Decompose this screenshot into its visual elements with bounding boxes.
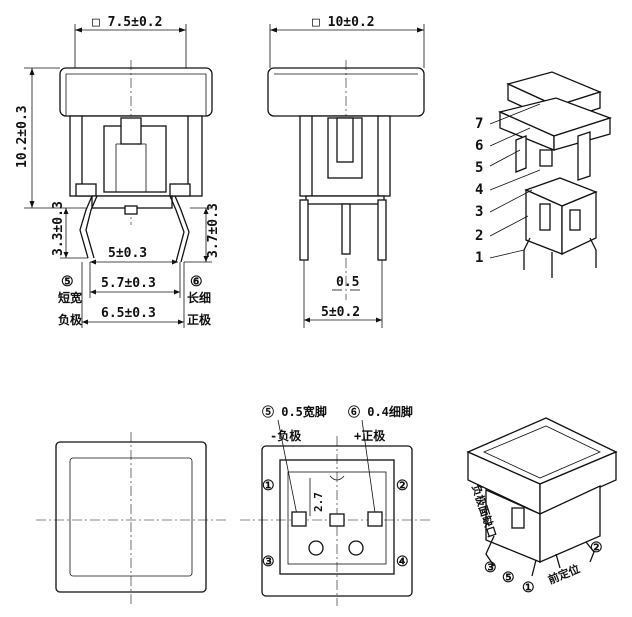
exploded-view: 7 6 5 4 3 2 1 [475, 71, 612, 278]
part-number-3: 3 [475, 204, 483, 220]
mid-pitch-dim: 5.7±0.3 [101, 276, 156, 291]
pin-pitch-dim: 5±0.2 [321, 305, 360, 320]
side-width-dim: □ 10±0.2 [312, 15, 375, 30]
outer-pitch-dim: 6.5±0.3 [101, 306, 156, 321]
part-number-7: 7 [475, 116, 483, 132]
right-pin-number: ⑥ [190, 274, 203, 290]
left-pin-label-2: 负极 [58, 312, 83, 327]
top-view [36, 432, 228, 604]
pin-width-dim: 0.5 [336, 275, 359, 290]
positive-label: +正极 [354, 428, 386, 443]
part-number-1: 1 [475, 250, 483, 266]
iso-pin-1: ① [522, 580, 535, 596]
negative-label: -负极 [270, 428, 302, 443]
corner-pin-2: ② [396, 478, 409, 494]
corner-pin-1: ① [262, 478, 275, 494]
right-pin-label-1: 长细 [187, 290, 211, 305]
front-width-dim: □ 7.5±0.2 [92, 15, 162, 30]
iso-bottom-text: 前定位 [546, 561, 582, 586]
right-lead-dim: 3.7±0.3 [206, 203, 221, 258]
iso-pin-2: ② [590, 540, 603, 556]
right-pin-label-2: 正极 [187, 312, 212, 327]
iso-pin-3: ③ [484, 560, 497, 576]
left-lead-dim: 3.3±0.3 [51, 201, 66, 256]
pin5-note: ⑤ 0.5宽脚 [262, 404, 327, 419]
corner-pin-3: ③ [262, 554, 275, 570]
side-view: □ 10±0.2 5±0.2 0.5 [267, 15, 425, 328]
part-number-5: 5 [475, 160, 483, 176]
iso-view: 负极面缺口 前定位 ③ ⑤ ① ② [466, 417, 618, 596]
inner-dim: 2.7 [312, 492, 325, 512]
corner-pin-4: ④ [396, 554, 409, 570]
bottom-view: ⑤ 0.5宽脚 ⑥ 0.4细脚 -负极 +正极 2.7 ① ② ③ ④ [240, 404, 430, 606]
pin6-note: ⑥ 0.4细脚 [348, 404, 413, 419]
left-pin-number: ⑤ [61, 274, 74, 290]
front-view: □ 7.5±0.2 10.2±0.3 [15, 15, 221, 328]
iso-pin-5: ⑤ [502, 570, 515, 586]
part-number-4: 4 [475, 182, 483, 198]
front-height-dim: 10.2±0.3 [15, 105, 30, 168]
part-number-6: 6 [475, 138, 483, 154]
inner-pitch-dim: 5±0.3 [108, 246, 147, 261]
left-pin-label-1: 短宽 [58, 290, 82, 305]
part-number-2: 2 [475, 228, 483, 244]
